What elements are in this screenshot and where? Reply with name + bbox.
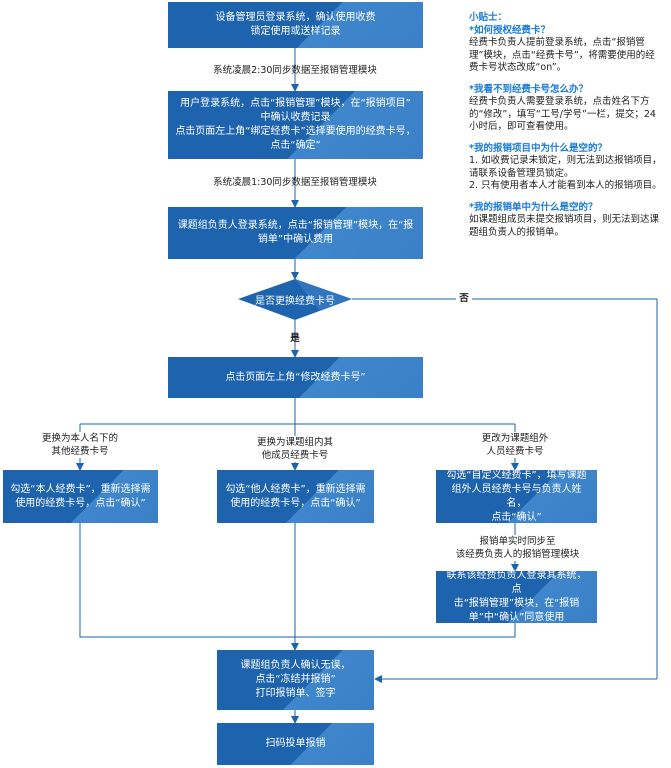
decision-change-card: 是否更换经费卡号	[255, 295, 335, 307]
tip-answer: 1. 如收费记录未锁定，则无法到达报销项目，请联系设备管理员锁定。 2. 只有使…	[469, 155, 662, 191]
step-scan-submit: 扫码投单报销	[217, 723, 374, 765]
tips-panel: 小贴士： *如何授权经费卡？ 经费卡负责人提前登录系统，点击“报销管理”模块，点…	[469, 12, 663, 239]
step-own-card: 勾选“本人经费卡”，重新选择需 使用的经费卡号，点击“确认”	[3, 470, 158, 523]
connector-no-branch	[352, 298, 658, 679]
step-custom-card: 勾选“自定义经费卡”，填写课题 组外人员经费卡号与负责人姓名， 点击“确认”	[436, 470, 597, 523]
step-admin-lock: 设备管理员登录系统，确认使用收费 锁定使用或送样记录	[168, 2, 423, 48]
step-modify-card: 点击页面左上角“修改经费卡号”	[168, 357, 423, 398]
label-own-card: 更换为本人名下的 其他经费卡号	[20, 432, 140, 458]
step-pi-confirm-fee: 课题组负责人登录系统，点击“报销管理”模块，在“报 销单”中确认费用	[168, 207, 423, 259]
label-yes: 是	[290, 333, 300, 344]
tip-question: *如何授权经费卡？	[469, 24, 550, 36]
tip-answer: 如课题组成员未提交报销项目，则无法到达课题组负责人的报销单。	[469, 214, 660, 238]
step-user-bind-card: 用户登录系统，点击“报销管理”模块，在“报销项目” 中确认收费记录 点击页面左上…	[168, 91, 423, 159]
step-freeze-and-print: 课题组负责人确认无误， 点击“冻结并报销” 打印报销单、签字	[217, 650, 374, 710]
label-realtime-sync: 报销单实时同步至 该经费负责人的报销管理模块	[440, 535, 595, 561]
connector-merge-right	[295, 623, 516, 638]
label-member-card: 更换为课题组内其 他成员经费卡号	[235, 436, 355, 462]
tip-answer: 经费卡负责人提前登录系统，点击“报销管理”模块，点击“经费卡号”，将需要使用的经…	[469, 37, 655, 73]
step-other-card: 勾选“他人经费卡”，重新选择需 使用的经费卡号，点击“确认”	[217, 470, 374, 523]
label-sync-230: 系统凌晨2:30同步数据至报销管理模块	[213, 65, 377, 76]
label-external-card: 更改为课题组外 人员经费卡号	[460, 432, 570, 458]
connector-merge-left	[79, 523, 295, 638]
tip-question: *我看不到经费卡号怎么办？	[469, 83, 588, 95]
label-sync-130: 系统凌晨1:30同步数据至报销管理模块	[213, 177, 377, 188]
tip-question: *我的报销项目中为什么是空的？	[469, 142, 607, 154]
label-no: 否	[456, 292, 472, 305]
tips-title: 小贴士：	[469, 12, 508, 23]
tip-answer: 经费卡负责人需要登录系统，点击姓名下方的“修改”，填写“工号/学号”一栏，提交；…	[469, 96, 656, 132]
step-external-confirm: 联系该经费负责人登录其系统，点 击“报销管理”模块，在“报销 单”中“确认”同意…	[436, 570, 597, 623]
tip-question: *我的报销单中为什么是空的？	[469, 201, 598, 213]
